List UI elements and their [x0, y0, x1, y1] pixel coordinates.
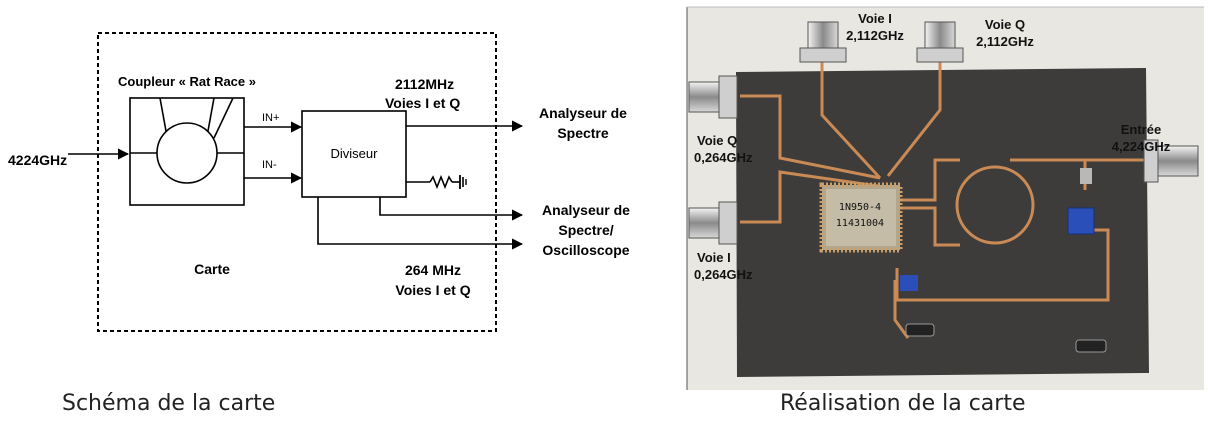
coupler-label: Coupleur « Rat Race »: [118, 74, 256, 89]
diode-bottom-left: [906, 324, 934, 336]
resistor-ground-symbol: [406, 175, 466, 189]
divider-label: Diviseur: [331, 146, 379, 161]
voie-q-left-line1: Voie Q: [697, 133, 737, 148]
output2-line2: Spectre/: [558, 222, 613, 238]
sma-connector-left-q: [689, 76, 737, 118]
smd-component: [1080, 168, 1092, 184]
caption-left: Schéma de la carte: [62, 391, 275, 416]
bottom-frequency-line2: Voies I et Q: [395, 282, 470, 298]
top-frequency-line2: Voies I et Q: [385, 95, 460, 111]
voie-i-left-line1: Voie I: [697, 250, 731, 265]
input-frequency-label: 4224GHz: [8, 152, 67, 168]
voie-i-left-line2: 0,264GHz: [694, 267, 753, 282]
bottom-output-path2: [318, 197, 522, 244]
bottom-output-path1: [380, 197, 522, 215]
bottom-frequency-line1: 264 MHz: [405, 262, 461, 278]
output2-line1: Analyseur de: [542, 202, 630, 218]
block-schematic: 4224GHz Coupleur « Rat Race » IN+ IN- Di…: [8, 33, 630, 331]
port-in-minus: IN-: [262, 159, 277, 171]
blue-component-bottom: [900, 275, 918, 291]
board-label: Carte: [194, 261, 230, 277]
voie-i-top-line2: 2,112GHz: [846, 28, 904, 43]
entree-line2: 4,224GHz: [1112, 139, 1171, 154]
blue-component-right: [1068, 208, 1094, 234]
output2-line3: Oscilloscope: [542, 242, 629, 258]
port-in-plus: IN+: [262, 112, 279, 124]
diode-bottom-right: [1076, 340, 1106, 352]
caption-right: Réalisation de la carte: [780, 391, 1025, 416]
top-frequency-line1: 2112MHz: [395, 76, 454, 92]
voie-q-left-line2: 0,264GHz: [694, 150, 753, 165]
chip-marking-line1: 1N950-4: [839, 202, 881, 213]
chip: 1N950-4 11431004: [822, 185, 900, 250]
output1-line1: Analyseur de: [539, 105, 627, 121]
voie-q-top-line2: 2,112GHz: [976, 34, 1034, 49]
entree-line1: Entrée: [1121, 122, 1161, 137]
rat-race-coupler: [130, 98, 244, 205]
sma-connector-left-i: [689, 202, 737, 244]
voie-i-top-line1: Voie I: [858, 11, 892, 26]
chip-marking-line2: 11431004: [836, 218, 884, 229]
board-photo: 1N950-4 11431004 Voie: [687, 7, 1204, 390]
voie-q-top-line1: Voie Q: [985, 17, 1025, 32]
output1-line2: Spectre: [557, 125, 609, 141]
